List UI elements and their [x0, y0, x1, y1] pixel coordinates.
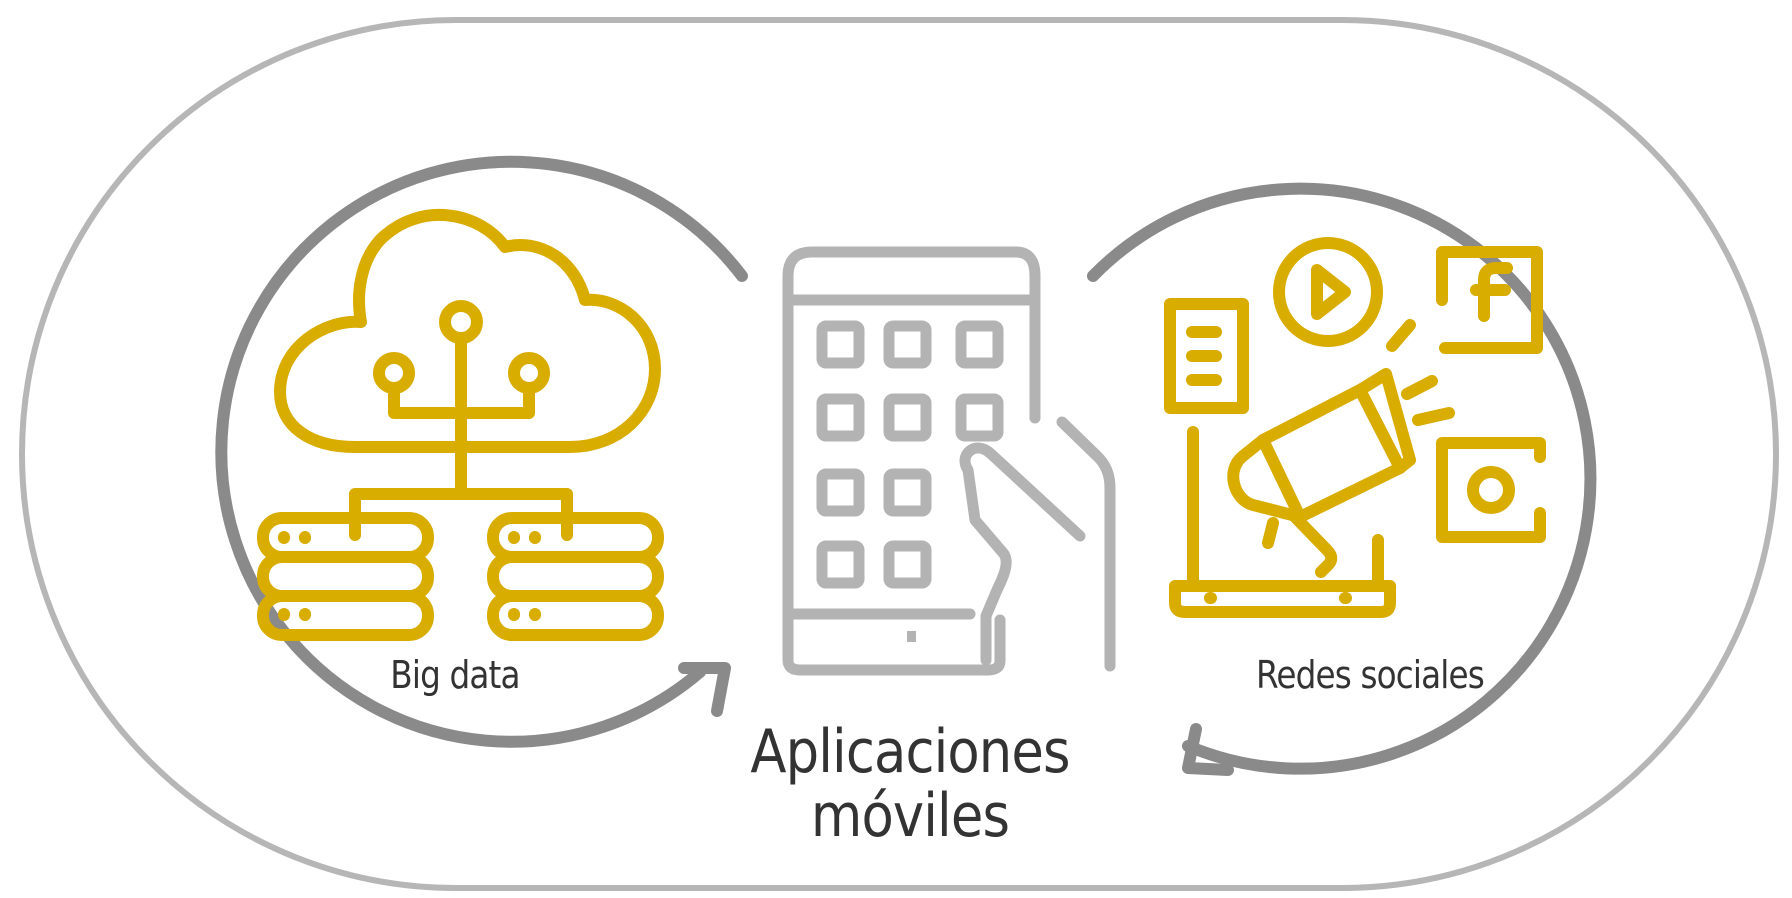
social-networks-label: Redes sociales	[1256, 653, 1485, 697]
app-grid-icon	[816, 320, 1004, 589]
left-cycle-ring	[215, 155, 748, 748]
play-icon	[1273, 237, 1383, 347]
mobile-apps-label: Aplicaciones móviles	[716, 720, 1103, 848]
left-arrow-head-icon	[678, 662, 731, 717]
outer-capsule-ring	[19, 17, 1779, 891]
phone-body	[782, 246, 1041, 676]
smartphone-hand-icon	[782, 246, 1116, 676]
right-database-icon	[487, 512, 664, 641]
mobile-apps-label-line2: móviles	[810, 781, 1010, 851]
facebook-icon	[1436, 246, 1543, 354]
cloud-database-icon	[257, 208, 664, 641]
laptop-icon	[1169, 426, 1396, 618]
right-arrow-head-icon	[1182, 723, 1234, 776]
cloud-shape	[274, 208, 661, 453]
left-database-icon	[257, 512, 434, 641]
big-data-label: Big data	[390, 653, 520, 697]
hand-shape	[959, 442, 1086, 666]
document-icon	[1164, 298, 1249, 414]
mobile-apps-label-line1: Aplicaciones	[750, 717, 1070, 787]
right-cycle-ring	[1087, 182, 1597, 775]
social-media-megaphone-icon	[1164, 237, 1546, 618]
megaphone-icon	[1227, 319, 1455, 578]
instagram-icon	[1436, 437, 1546, 543]
